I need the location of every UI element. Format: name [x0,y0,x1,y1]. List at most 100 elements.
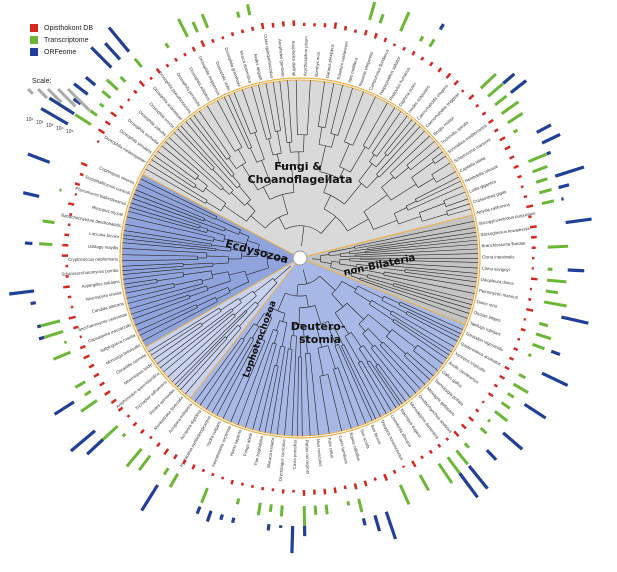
data-bar [527,152,548,164]
tree-branch [368,303,394,321]
data-bar [353,483,358,490]
tree-branch [390,313,452,352]
data-bar [84,389,92,397]
tree-branch [251,86,267,140]
tree-branch [394,167,409,179]
tree-branch [232,302,242,310]
data-bar [83,354,91,360]
tree-branch [419,212,423,222]
species-label: Cryptococcus neoformans [68,257,118,262]
tree-branch [137,183,216,220]
tree-branch [264,313,273,318]
data-bar [399,11,411,32]
data-bar [453,430,460,437]
tree-branch [193,114,228,160]
data-bar [479,72,498,90]
tree-branch [398,216,421,225]
tree-root [292,250,308,266]
tree-branch [261,160,272,184]
data-bar [89,109,98,117]
species-label: Equus caballus [349,432,362,461]
tree-branch [223,96,249,149]
data-bar [156,442,161,448]
data-bar [536,123,552,134]
tree-branch [127,283,203,304]
tree-branch [272,278,278,283]
data-bar [271,22,275,28]
tree-branch [139,307,198,336]
tree-branch [380,267,406,272]
data-bar [499,136,506,142]
data-bar [353,29,358,33]
data-bar [493,128,499,133]
tree-branch [349,248,368,252]
tree-branch [215,218,241,231]
data-bar [230,32,235,37]
tree-branch [341,281,357,290]
tree-branch [206,201,222,211]
species-label: Danio rerio [476,299,498,309]
tree-branch [189,289,209,297]
data-bar [428,38,436,48]
data-bar [324,504,329,515]
data-bar [201,468,206,473]
data-bar [509,79,528,94]
data-bar [494,94,508,107]
data-bar [487,82,504,98]
tree-branch [156,308,232,365]
data-bar [104,390,111,396]
data-bar [458,472,479,499]
tree-branch [242,89,258,132]
data-bar [221,36,225,40]
tree-branch [314,305,322,325]
tree-branch [216,345,255,416]
legend-label: ORFeome [44,48,77,56]
tree-branch [154,155,197,186]
orfeome-ring [8,23,592,554]
tree-branch [349,252,366,255]
tree-branch [224,228,239,235]
tree-branch [379,344,421,390]
tree-branch [347,218,369,232]
tree-branch [363,194,388,213]
tree-branch [362,333,374,347]
tree-branch [122,259,198,262]
data-bar [261,486,265,491]
species-label: Aspergillus nidulans [81,279,120,289]
scale-tick-label: 10⁵ [66,129,74,135]
tree-branch [382,341,426,385]
data-bar [373,477,377,481]
data-bar [110,398,117,405]
tree-branch [404,271,477,283]
data-bar [173,453,178,460]
tree-branch [318,144,332,148]
tree-branch [411,161,434,178]
data-bar [532,165,548,174]
tree-branch [212,169,234,191]
tree-branch [363,345,378,365]
tree-branch [145,168,206,204]
species-label: Bos taurus [370,424,383,445]
tree-branch [330,85,343,134]
tree-branch [159,310,234,369]
data-bar [240,29,245,34]
tree-branch [320,216,336,234]
data-bar [418,35,425,42]
tree-branch [201,277,213,282]
tree-branch [173,278,202,286]
data-bar [191,464,196,470]
tree-branch [222,188,230,195]
data-bar [437,67,443,73]
sector-nonbilateria [298,214,479,326]
data-bar [163,448,170,456]
tree-branch [350,146,366,173]
data-bar [53,400,75,416]
species-label: Schizosaccharomyces pombe [61,268,119,277]
species-label: Trichoplax adhaerens [134,379,168,411]
scale-tick-label: 10¹ [26,117,34,123]
data-bar [526,307,534,312]
tree-branch [287,80,293,143]
data-bar [99,102,105,108]
tree-branch [324,83,335,128]
tree-branch [171,310,247,383]
